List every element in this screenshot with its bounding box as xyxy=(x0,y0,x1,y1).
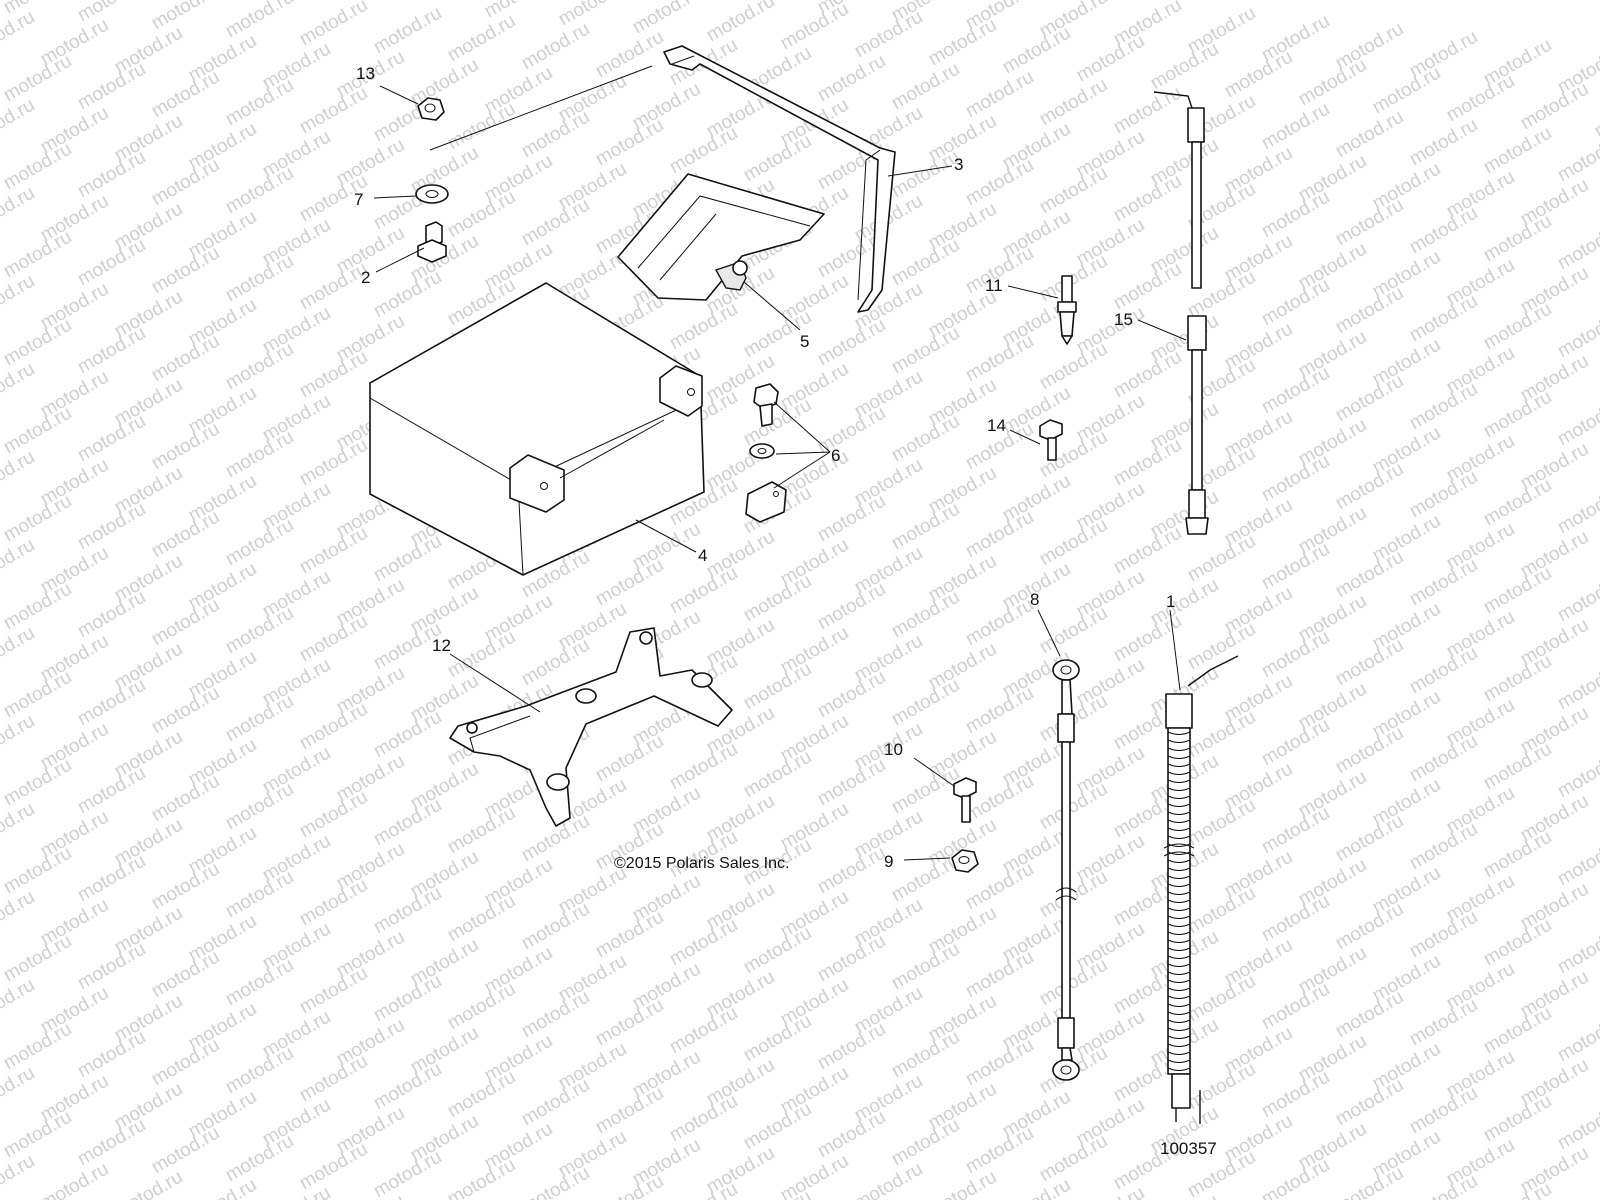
callout-15: 15 xyxy=(1114,310,1133,329)
sleeve-ring xyxy=(1167,843,1191,847)
part-10-bolt xyxy=(953,777,977,823)
sleeve-ring xyxy=(1167,1059,1191,1063)
callout-6: 6 xyxy=(831,446,841,465)
callout-11: 11 xyxy=(985,276,1003,295)
copyright-text: ©2015 Polaris Sales Inc. xyxy=(614,855,790,872)
part-12-battery-tray xyxy=(449,627,733,827)
sleeve-ring xyxy=(1167,963,1191,967)
callout-13: 13 xyxy=(356,64,375,83)
part-15-cable xyxy=(1153,91,1209,535)
sleeve-ring xyxy=(1167,787,1191,791)
sleeve-ring xyxy=(1167,763,1191,767)
sleeve-ring xyxy=(1167,995,1191,999)
part-3-hold-down-strap xyxy=(663,45,896,313)
sleeve-ring xyxy=(1167,907,1191,911)
sleeve-ring xyxy=(1167,819,1191,823)
sleeve-ring xyxy=(1167,931,1191,935)
sleeve-ring xyxy=(1167,1035,1191,1039)
callout-12: 12 xyxy=(432,636,451,655)
sleeve-ring xyxy=(1167,947,1191,951)
part-8-ground-cable xyxy=(1052,659,1080,1081)
sleeve-ring xyxy=(1167,827,1191,831)
sleeve-ring xyxy=(1167,883,1191,887)
callout-5: 5 xyxy=(800,332,810,351)
sleeve-ring xyxy=(1167,979,1191,983)
callout-2: 2 xyxy=(361,268,371,287)
part-9-nut xyxy=(951,849,979,873)
sleeve-ring xyxy=(1167,731,1191,735)
sleeve-ring xyxy=(1167,1003,1191,1007)
sleeve-ring xyxy=(1167,1051,1191,1055)
sleeve-ring xyxy=(1167,891,1191,895)
sleeve-ring xyxy=(1167,811,1191,815)
sleeve-ring xyxy=(1167,987,1191,991)
sleeve-ring xyxy=(1167,747,1191,751)
sleeve-ring xyxy=(1167,1011,1191,1015)
sleeve-ring xyxy=(1167,835,1191,839)
part-2-bolt xyxy=(417,221,447,263)
sleeve-ring xyxy=(1167,795,1191,799)
sleeve-ring xyxy=(1167,875,1191,879)
part-13-nut xyxy=(417,97,445,121)
sleeve-ring xyxy=(1167,771,1191,775)
callout-8: 8 xyxy=(1030,590,1040,609)
callout-14: 14 xyxy=(987,416,1006,435)
callout-1: 1 xyxy=(1166,592,1176,611)
sleeve-ring xyxy=(1167,739,1191,743)
sleeve-ring xyxy=(1167,803,1191,807)
callout-3: 3 xyxy=(954,155,964,174)
sleeve-ring xyxy=(1167,899,1191,903)
part-5-battery-pad xyxy=(617,173,825,301)
callout-9: 9 xyxy=(884,852,894,871)
callout-10: 10 xyxy=(884,740,903,759)
sleeve-ring xyxy=(1167,1043,1191,1047)
sleeve-ring xyxy=(1167,1027,1191,1031)
part-14-bolt xyxy=(1039,419,1063,461)
sleeve-ring xyxy=(1167,923,1191,927)
part-6-hardware-set xyxy=(745,383,787,523)
part-4-battery xyxy=(369,282,705,576)
sleeve-ring xyxy=(1167,859,1191,863)
callout-7: 7 xyxy=(354,190,364,209)
sleeve-ring xyxy=(1167,915,1191,919)
part-7-washer xyxy=(415,184,449,204)
sleeve-ring xyxy=(1167,971,1191,975)
sleeve-ring xyxy=(1167,779,1191,783)
sleeve-ring xyxy=(1167,939,1191,943)
sleeve-ring xyxy=(1167,955,1191,959)
sleeve-ring xyxy=(1167,1019,1191,1023)
drawing-number: 100357 xyxy=(1160,1139,1217,1158)
sleeve-ring xyxy=(1167,1067,1191,1071)
callout-4: 4 xyxy=(698,546,708,565)
sleeve-ring xyxy=(1167,867,1191,871)
part-11-fastener xyxy=(1057,275,1077,345)
sleeve-ring xyxy=(1167,755,1191,759)
part-1-corrugated-cable xyxy=(1163,655,1239,1124)
leader-lines xyxy=(373,65,1187,861)
sleeve-ring xyxy=(1167,851,1191,855)
